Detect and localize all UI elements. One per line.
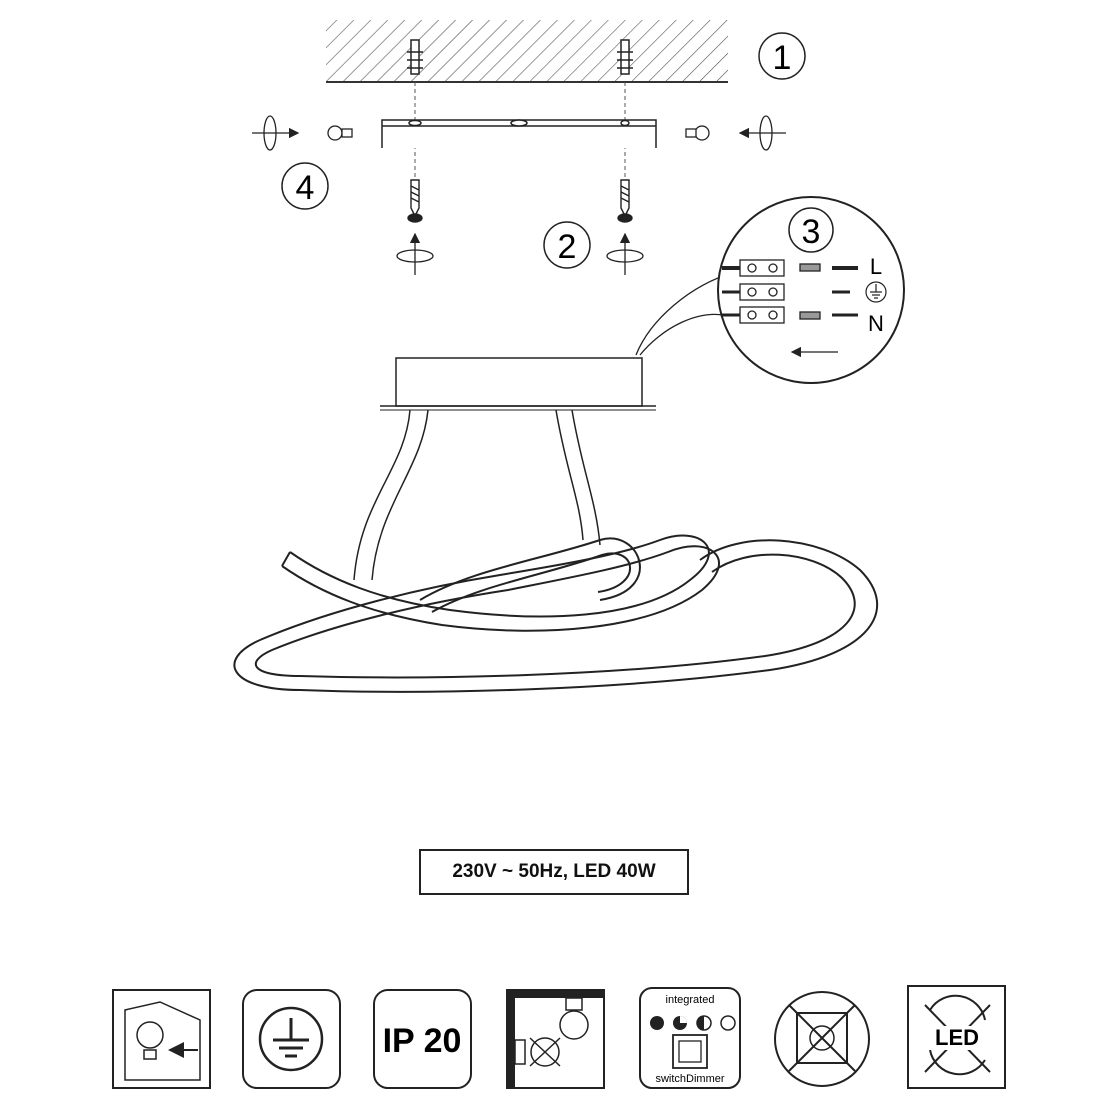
switch-dimmer-icon: integrated switchDimmer bbox=[639, 987, 741, 1089]
step-4-badge: 4 bbox=[281, 162, 329, 210]
dimmer-top-label: integrated bbox=[666, 994, 715, 1006]
live-label: L bbox=[870, 254, 882, 279]
rotate-arrow-icon bbox=[396, 232, 434, 275]
wall-anchor-right bbox=[617, 39, 633, 75]
side-screw-left bbox=[327, 125, 353, 141]
rotate-arrow-icon bbox=[252, 115, 300, 151]
not-covered-insulation-icon bbox=[774, 991, 870, 1087]
ceiling-mount-icon bbox=[506, 989, 605, 1089]
step-1-badge: 1 bbox=[758, 32, 806, 80]
lamp-arms bbox=[353, 409, 601, 581]
side-screw-right bbox=[685, 125, 710, 141]
lamp-canopy bbox=[380, 357, 656, 411]
step-3-badge bbox=[788, 207, 834, 253]
ip20-icon: IP 20 bbox=[373, 989, 472, 1089]
earth-icon bbox=[865, 281, 887, 303]
ceiling bbox=[326, 20, 728, 83]
svg-text:LED: LED bbox=[935, 1025, 979, 1050]
step-3-label: 3 bbox=[802, 213, 821, 251]
step-2-badge: 2 bbox=[543, 221, 591, 269]
indoor-use-icon bbox=[112, 989, 211, 1089]
led-not-replaceable-icon: LED bbox=[907, 985, 1006, 1089]
step-4-label: 4 bbox=[296, 169, 315, 207]
wiring-detail: 3 L N bbox=[635, 196, 905, 384]
power-spec: 230V ~ 50Hz, LED 40W bbox=[452, 861, 656, 882]
ip-rating-label: IP 20 bbox=[383, 1022, 462, 1060]
screw-left bbox=[407, 179, 423, 223]
neutral-label: N bbox=[868, 311, 884, 336]
step-1-label: 1 bbox=[773, 39, 792, 77]
mounting-bracket bbox=[381, 119, 657, 148]
screw-right bbox=[617, 179, 633, 223]
dimmer-bottom-label: switchDimmer bbox=[655, 1073, 724, 1085]
rotate-arrow-icon bbox=[606, 232, 644, 275]
step-2-label: 2 bbox=[558, 228, 577, 266]
wall-anchor-left bbox=[407, 39, 423, 75]
protection-class-icon bbox=[242, 989, 341, 1089]
lamp-led-ring bbox=[233, 534, 879, 693]
rotate-arrow-icon bbox=[738, 115, 786, 151]
spec-label-box: 230V ~ 50Hz, LED 40W bbox=[419, 849, 689, 895]
